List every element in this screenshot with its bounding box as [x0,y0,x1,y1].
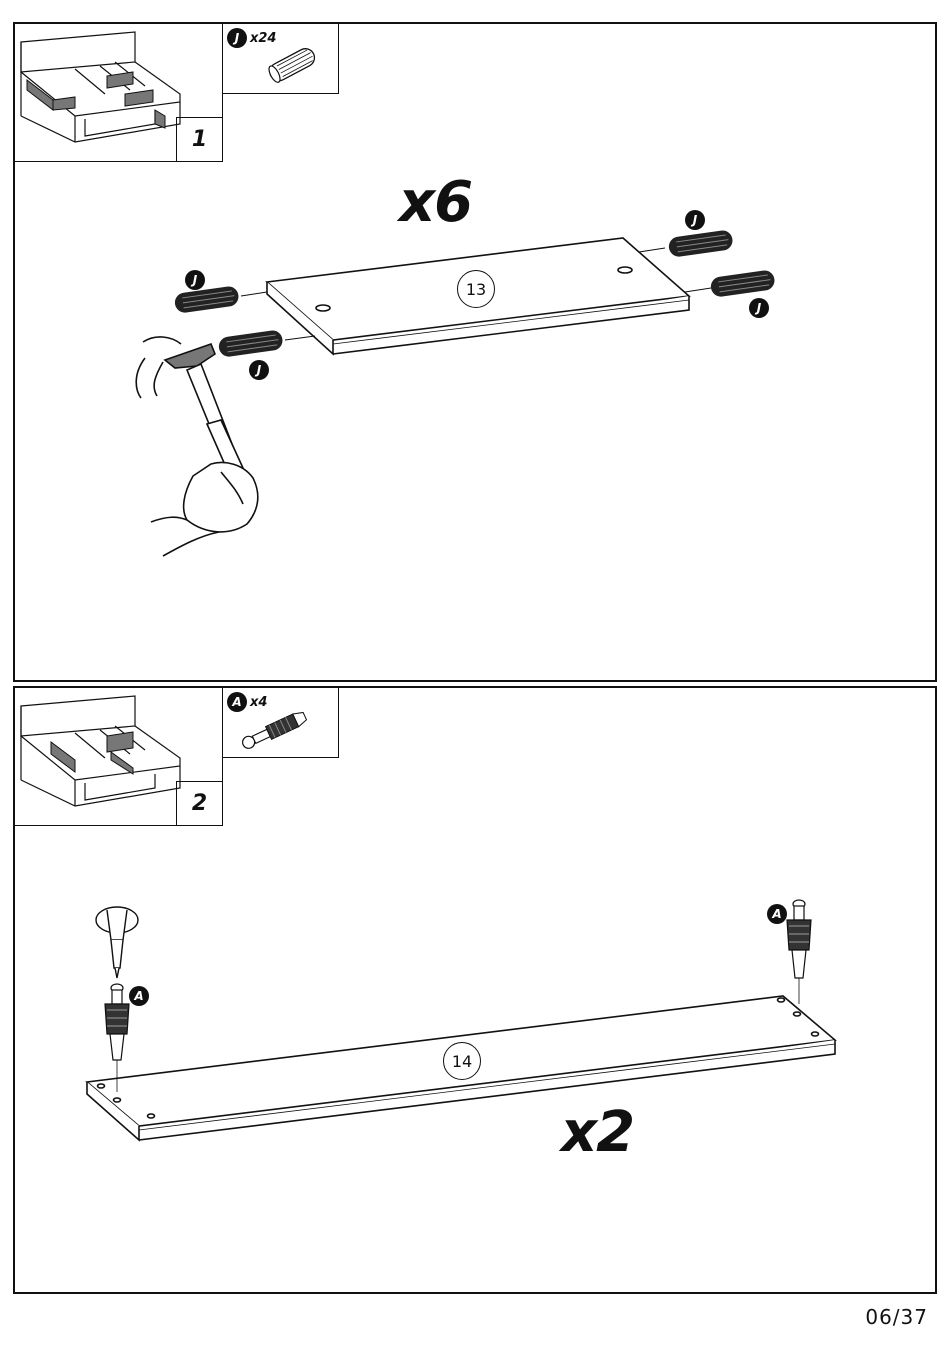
part-label-dowel: J [249,360,269,380]
page-number: 06/37 [865,1305,928,1329]
cam-bolt-insertion-illustration [15,688,935,1292]
part-label-dowel: J [749,298,769,318]
panel-number-badge: 13 [457,270,495,308]
cam-bolt-right [787,900,811,1004]
step-1-panel: 1 J x24 x6 [13,22,937,682]
dowel-insertion-illustration [15,24,935,680]
panel-number-badge: 14 [443,1042,481,1080]
screwdriver-icon [96,907,138,978]
part-label-dowel: J [685,210,705,230]
part-label-dowel: J [185,270,205,290]
step-2-panel: 2 A x4 [13,686,937,1294]
quantity-multiplier: x2 [561,1100,634,1165]
hammer-in-hand-icon [136,337,258,556]
part-label-cam-bolt: A [129,986,149,1006]
cam-bolt-left [105,984,129,1092]
part-label-cam-bolt: A [767,904,787,924]
